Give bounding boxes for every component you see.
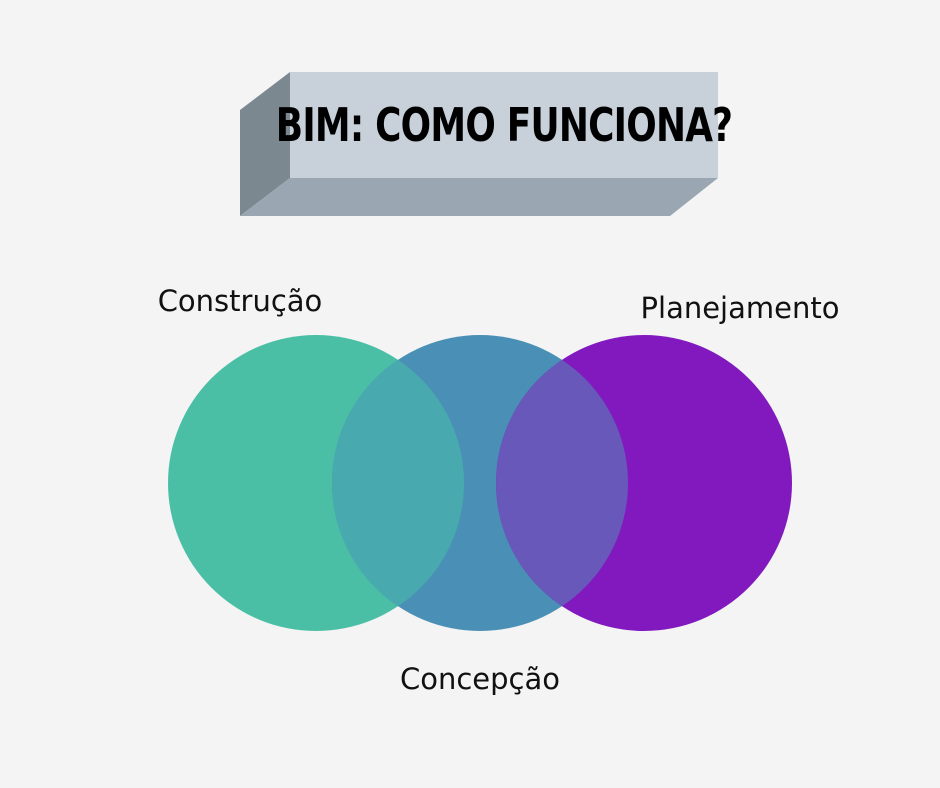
label-planejamento: Planejamento [640, 291, 840, 325]
title-banner [240, 72, 718, 216]
banner-bottom [240, 178, 718, 216]
venn-overlap-concepcao-planejamento [496, 335, 628, 631]
banner-side [240, 72, 290, 216]
page-title: BIM: COMO FUNCIONA? [275, 98, 733, 152]
label-concepcao: Concepção [399, 662, 561, 696]
label-construcao: Construção [157, 284, 323, 318]
banner-face [290, 72, 718, 178]
venn-overlap-construcao-concepcao [332, 335, 464, 631]
